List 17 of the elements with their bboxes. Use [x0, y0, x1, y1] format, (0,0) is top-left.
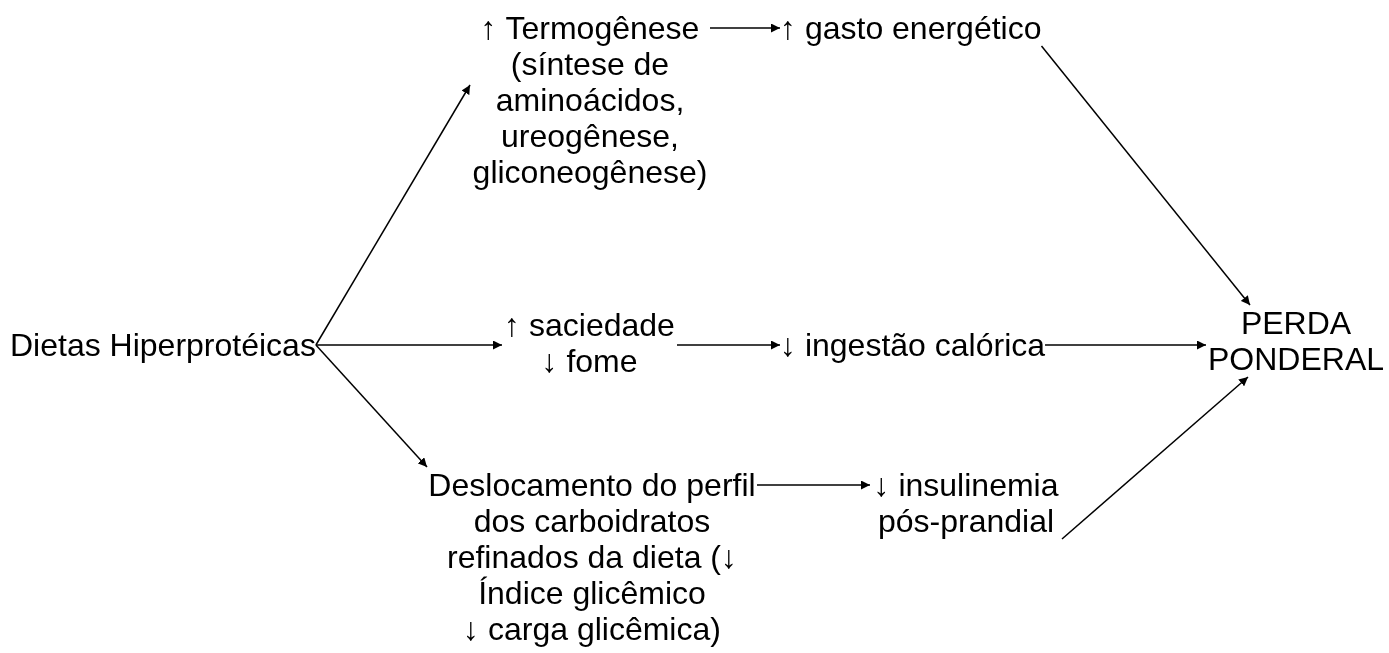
arrow — [1061, 376, 1249, 540]
arrow — [709, 23, 781, 33]
process-text: ↑ Termogênese (síntese de aminoácidos, ureogênese, gliconeogênese) — [471, 10, 709, 190]
arrow — [315, 340, 503, 350]
process-text: ↓ ingestão calórica — [780, 327, 1046, 363]
arrow — [676, 340, 781, 350]
arrow — [1044, 340, 1207, 350]
arrow — [1040, 45, 1251, 306]
arrow — [315, 84, 471, 346]
process-text: Deslocamento do perfil dos carboidratos refinados da dieta (↓ Índice glicêmico ↓ carga glicêmica) — [427, 467, 757, 647]
process-text: ↑ saciedade ↓ fome — [503, 307, 676, 379]
arrow — [315, 344, 428, 468]
process-text: ↓ insulinemia pós-prandial — [872, 467, 1060, 539]
outcome-text: PERDA PONDERAL — [1206, 305, 1385, 377]
concept-text: Dietas Hiperprotéicas — [10, 327, 316, 363]
process-text: ↑ gasto energético — [780, 10, 1042, 46]
arrow — [756, 480, 871, 490]
